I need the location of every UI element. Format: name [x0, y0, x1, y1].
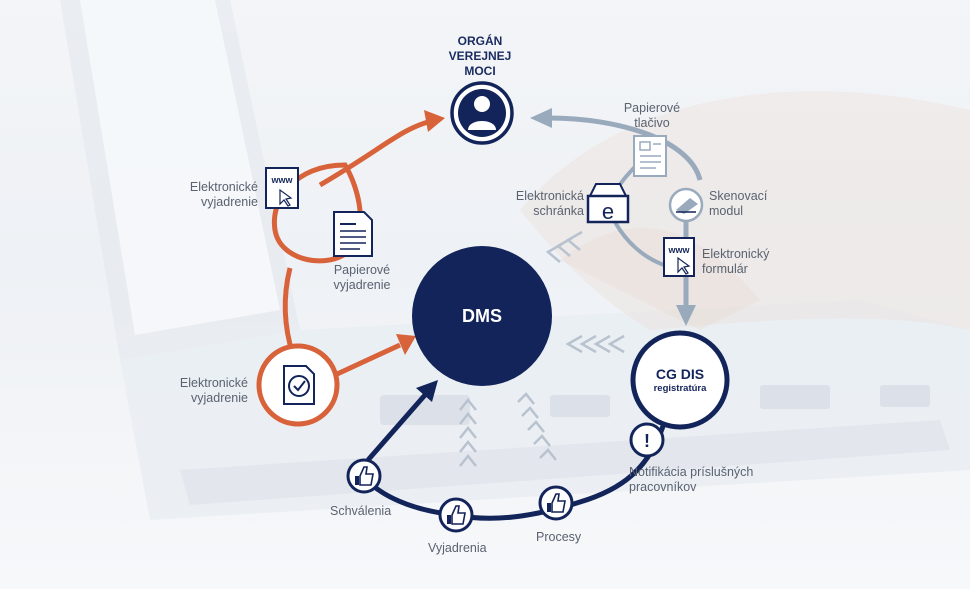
thumbs-up-icon-schvalenia [346, 458, 382, 494]
thumbs-up-icon-procesy [538, 485, 574, 521]
e-letter: e [602, 199, 614, 224]
scanner-icon [668, 187, 704, 223]
cgdis-node [630, 330, 730, 430]
input-arrow-to-cgdis [676, 305, 696, 326]
www-text-left: www [270, 175, 293, 185]
organ-verejnej-moci-label: ORGÁN VEREJNEJ MOCI [448, 34, 512, 78]
approved-document-icon [256, 343, 340, 427]
cgdis-label: CG DIS registratúra [630, 330, 730, 430]
workflow-arc [363, 419, 668, 521]
label-elektronicky-formular: Elektronický formulár [702, 247, 770, 276]
chevrons-from-schranka [545, 230, 583, 263]
notification-icon [629, 422, 665, 458]
cgdis-subtitle: registratúra [653, 382, 707, 394]
exclamation-mark: ! [644, 431, 650, 451]
dms-node [412, 246, 552, 386]
label-procesy: Procesy [536, 530, 582, 544]
workflow-arrow-to-dms [416, 380, 438, 402]
cgdis-title: CG DIS [655, 365, 705, 382]
web-form-icon-right [663, 237, 695, 277]
organ-user-icon [450, 81, 514, 145]
label-skenovaci-modul: Skenovací modul [709, 189, 768, 218]
e-mailbox-icon [586, 183, 630, 224]
dms-label: DMS [462, 305, 502, 326]
label-schvalenia: Schválenia [330, 504, 392, 518]
www-text-right: www [667, 245, 690, 255]
label-papierove-tlacivo: Papierové tlačivo [623, 101, 681, 130]
workflow-line-to-dms [366, 393, 427, 462]
label-notifikacia: Notifikácia príslušných pracovníkov [629, 465, 754, 494]
label-elektronicka-schranka: Elektronická schránka [515, 189, 584, 218]
web-form-icon-left [265, 167, 299, 209]
label-papierove-vyjadrenie: Papierové vyjadrenie [333, 263, 391, 292]
paper-document-icon [333, 211, 373, 257]
chevrons-from-cgdis [565, 334, 625, 354]
response-arc-top [318, 119, 429, 188]
paper-form-icon [633, 135, 667, 177]
response-arrow-to-dms [396, 334, 416, 355]
thumbs-up-icon-vyjadrenia [438, 497, 474, 533]
input-arc-top [547, 115, 703, 181]
chevrons-from-workflow-right [517, 392, 557, 461]
input-arrow-to-organ [530, 108, 552, 128]
chevrons-from-workflow-left [459, 397, 477, 467]
response-left-line [282, 267, 296, 356]
label-vyjadrenia: Vyjadrenia [428, 541, 487, 555]
label-elektronicke-vyjadrenie-top: Elektronické vyjadrenie [189, 180, 258, 209]
label-elektronicke-vyjadrenie-bottom: Elektronické vyjadrenie [179, 376, 248, 405]
response-line-to-dms [333, 342, 402, 378]
response-arrow-to-organ [424, 110, 445, 132]
